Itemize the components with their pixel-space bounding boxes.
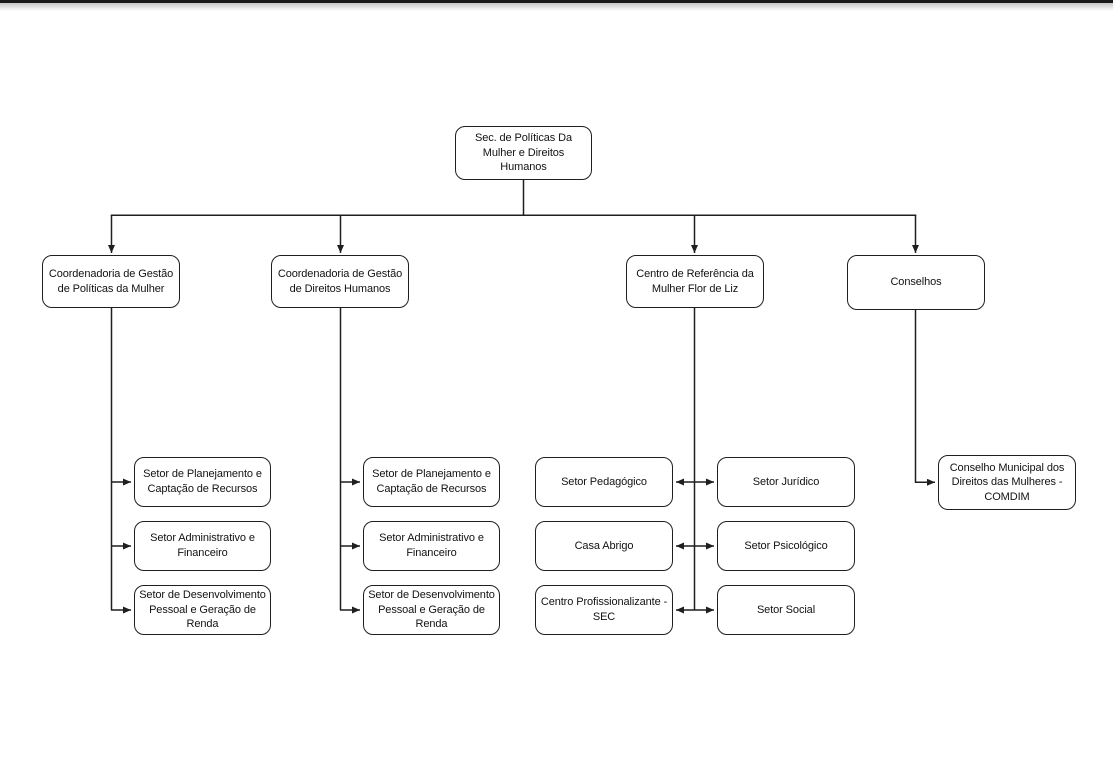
org-node-setor-social: Setor Social (717, 585, 855, 635)
org-node-label: Conselhos (890, 276, 942, 289)
org-node-label: Setor de Desenvolvimento Pessoal e Geraç… (368, 589, 495, 631)
org-node-root: Sec. de Políticas Da Mulher e Direitos H… (455, 126, 592, 180)
org-node-label: Setor de Planejamento e Captação de Recu… (372, 468, 491, 495)
org-node-comdim: Conselho Municipal dos Direitos das Mulh… (938, 455, 1076, 510)
connector-conselhos-elbow (914, 310, 935, 486)
org-node-setor-administrativo-1: Setor Administrativo e Financeiro (134, 521, 271, 571)
org-node-centro-referencia: Centro de Referência da Mulher Flor de L… (626, 255, 764, 308)
org-node-setor-desenvolvimento-1: Setor de Desenvolvimento Pessoal e Geraç… (134, 585, 271, 635)
org-node-setor-administrativo-2: Setor Administrativo e Financeiro (363, 521, 500, 571)
org-node-label: Setor Pedagógico (561, 475, 647, 488)
window-top-edge-shadow (0, 3, 1113, 11)
org-node-label: Setor de Planejamento e Captação de Recu… (143, 468, 262, 495)
org-node-label: Coordenadoria de Gestão de Direitos Huma… (277, 267, 403, 295)
org-node-label: Centro de Referência da Mulher Flor de L… (636, 267, 754, 295)
org-node-coordenadoria-politicas: Coordenadoria de Gestão de Políticas da … (42, 255, 180, 308)
org-node-label: Sec. de Políticas Da Mulher e Direitos H… (474, 132, 573, 174)
org-node-setor-pedagogico: Setor Pedagógico (535, 457, 673, 507)
org-node-label: Setor Administrativo e Financeiro (379, 532, 484, 559)
org-node-label: Setor Psicológico (744, 539, 828, 552)
org-node-label: Setor Jurídico (752, 475, 820, 488)
org-node-label: Centro Profissionalizante - SEC (540, 596, 668, 623)
org-node-label: Conselho Municipal dos Direitos das Mulh… (949, 461, 1065, 503)
org-node-label: Setor Social (756, 603, 816, 616)
org-node-conselhos: Conselhos (847, 255, 985, 310)
window-top-edge (0, 0, 1113, 3)
org-node-casa-abrigo: Casa Abrigo (535, 521, 673, 571)
org-node-label: Coordenadoria de Gestão de Políticas da … (48, 267, 174, 295)
org-node-label: Casa Abrigo (574, 539, 634, 552)
org-node-setor-planejamento-2: Setor de Planejamento e Captação de Recu… (363, 457, 500, 507)
org-node-centro-profissionalizante: Centro Profissionalizante - SEC (535, 585, 673, 635)
org-node-setor-planejamento-1: Setor de Planejamento e Captação de Recu… (134, 457, 271, 507)
org-node-setor-desenvolvimento-2: Setor de Desenvolvimento Pessoal e Geraç… (363, 585, 500, 635)
org-node-setor-psicologico: Setor Psicológico (717, 521, 855, 571)
org-node-coordenadoria-direitos: Coordenadoria de Gestão de Direitos Huma… (271, 255, 409, 308)
org-node-setor-juridico: Setor Jurídico (717, 457, 855, 507)
org-node-label: Setor de Desenvolvimento Pessoal e Geraç… (139, 589, 266, 631)
org-node-label: Setor Administrativo e Financeiro (150, 532, 255, 559)
